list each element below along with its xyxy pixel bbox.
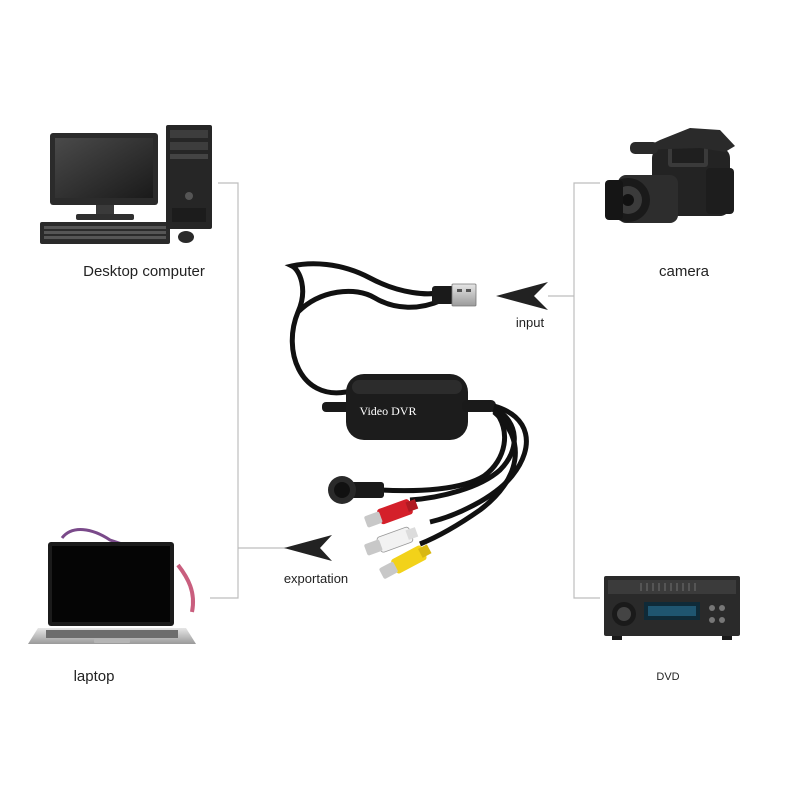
export-arrow-icon [284, 535, 332, 561]
usb-plug-icon [432, 283, 477, 307]
export-label: exportation [284, 571, 348, 586]
connector-lines [210, 182, 600, 599]
rca-red-plug-icon [364, 499, 419, 528]
video-dvr-adapter: Video DVR [284, 261, 529, 579]
dvd-label: DVD [656, 671, 679, 683]
camera-icon [605, 128, 735, 223]
camera-label: camera [659, 263, 710, 280]
desktop-label: Desktop computer [83, 263, 205, 280]
s-video-plug-icon [328, 476, 384, 504]
left-bracket-line [210, 182, 239, 599]
adapter-brand-label: Video DVR [360, 404, 417, 418]
usb-cable [284, 261, 445, 396]
desktop-computer-icon [40, 125, 212, 244]
right-bracket-line [573, 182, 600, 599]
input-arrow-icon [496, 282, 548, 310]
input-label: input [516, 315, 545, 330]
laptop-icon [28, 528, 196, 644]
dvd-player-icon [604, 576, 740, 640]
rca-white-plug-icon [364, 526, 419, 556]
laptop-label: laptop [74, 668, 115, 685]
rca-yellow-plug-icon [379, 544, 432, 579]
